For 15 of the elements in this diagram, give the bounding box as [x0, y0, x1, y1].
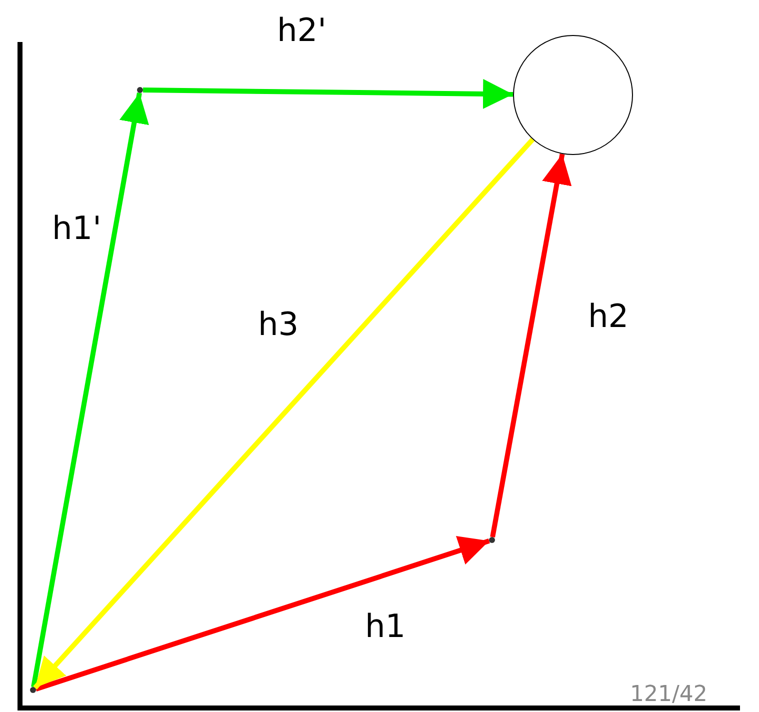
- target-circle: [513, 35, 633, 155]
- vector-label: h2: [588, 300, 629, 332]
- vector-arrow: [35, 536, 490, 692]
- vector-arrow: [33, 138, 535, 690]
- vector-arrow: [31, 92, 149, 688]
- vertex-point: [30, 687, 36, 693]
- vector-arrow: [490, 154, 572, 538]
- vector-label: h2': [277, 14, 326, 46]
- vector-label: h1: [365, 610, 406, 642]
- vertex-point: [137, 87, 143, 93]
- page-number: 121/42: [630, 684, 708, 706]
- vector-label: h3: [258, 308, 299, 340]
- vector-arrow: [142, 78, 514, 109]
- vertex-point: [489, 537, 495, 543]
- vector-label: h1': [52, 212, 102, 244]
